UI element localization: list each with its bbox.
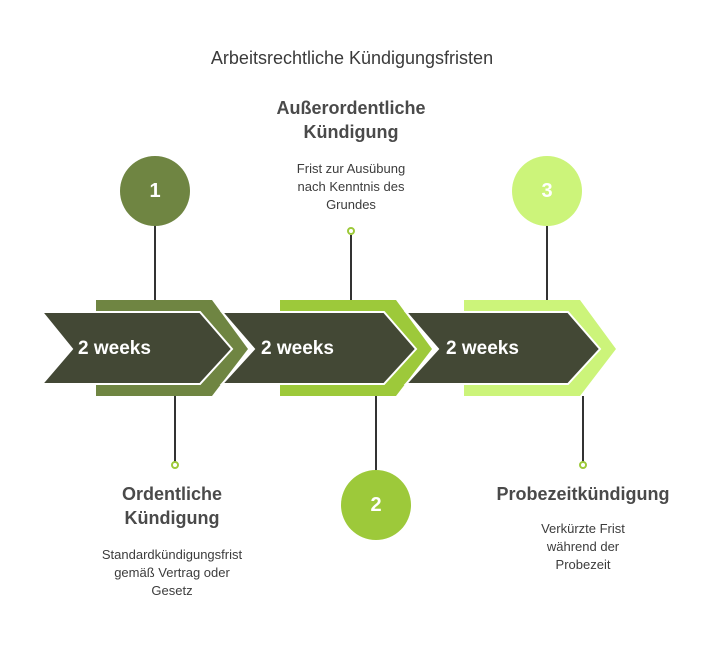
step-2-heading-line2: Kündigung: [303, 122, 399, 142]
step-1-heading: Ordentliche Kündigung: [72, 482, 272, 530]
step-1-description: Standardkündigungsfrist gemäß Vertrag od…: [72, 546, 272, 600]
connector-dot-2: [347, 227, 355, 235]
diagram-title: Arbeitsrechtliche Kündigungsfristen: [210, 48, 494, 68]
step-2-heading: Außerordentliche Kündigung: [226, 96, 476, 144]
step-2-number: 2: [370, 493, 382, 516]
step-1-desc-line3: Gesetz: [151, 583, 193, 598]
step-1-number-circle: 1: [120, 156, 190, 226]
step-3-desc-line2: während der: [546, 539, 620, 554]
step-2-duration: 2 weeks: [261, 338, 334, 359]
step-2-number-circle: 2: [341, 470, 411, 540]
step-1-desc-line2: gemäß Vertrag oder: [114, 565, 230, 580]
step-3-description: Verkürzte Frist während der Probezeit: [483, 520, 683, 574]
step-3-desc-line3: Probezeit: [555, 557, 611, 572]
step-3-desc-line1: Verkürzte Frist: [541, 521, 625, 536]
step-2-desc-line2: nach Kenntnis des: [297, 179, 405, 194]
step-2-description: Frist zur Ausübung nach Kenntnis des Gru…: [251, 160, 451, 214]
step-2-heading-line1: Außerordentliche: [276, 98, 426, 118]
step-1-desc-line1: Standardkündigungsfrist: [101, 547, 243, 562]
step-3-heading-line1: Probezeitkündigung: [496, 484, 670, 504]
step-2-desc-line1: Frist zur Ausübung: [296, 161, 406, 176]
chevron-front-1: [39, 311, 234, 385]
connector-dot-1: [171, 461, 179, 469]
step-2-desc-line3: Grundes: [326, 197, 376, 212]
chevron-front-3: [403, 311, 602, 385]
step-1-number: 1: [149, 179, 161, 202]
connector-dot-3: [579, 461, 587, 469]
step-1-heading-line2: Kündigung: [124, 508, 220, 528]
step-3-number-circle: 3: [512, 156, 582, 226]
chevron-front-2: [219, 311, 418, 385]
step-1-heading-line1: Ordentliche: [121, 484, 223, 504]
step-1-duration: 2 weeks: [78, 338, 151, 359]
step-3-heading: Probezeitkündigung: [473, 482, 693, 506]
step-3-duration: 2 weeks: [446, 338, 519, 359]
step-3-number: 3: [541, 179, 553, 202]
